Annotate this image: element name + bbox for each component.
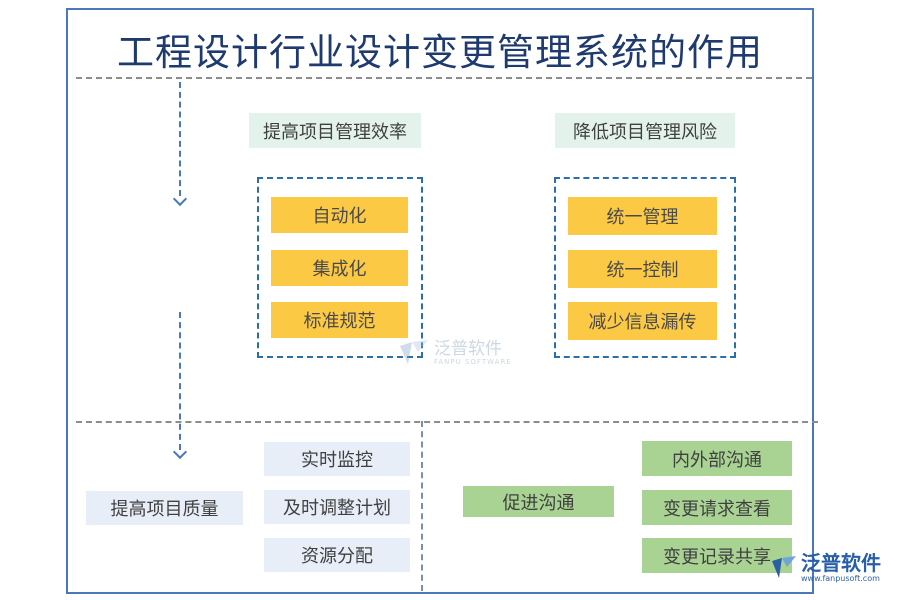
brand-name: 泛普软件 — [801, 551, 881, 575]
efficiency-group — [257, 177, 423, 358]
efficiency-header: 提高项目管理效率 — [249, 113, 421, 148]
flow-line-lower — [179, 312, 181, 450]
risk-item: 减少信息漏传 — [568, 302, 717, 340]
watermark-subtext: FANPU SOFTWARE — [434, 358, 512, 366]
quality-item: 资源分配 — [264, 538, 410, 572]
flow-line-upper — [179, 82, 181, 196]
quality-item: 实时监控 — [264, 442, 410, 476]
brand-url: www.fanpusoft.com — [801, 574, 880, 583]
bottom-divider — [421, 421, 423, 591]
quality-header: 提高项目质量 — [86, 491, 243, 525]
diagram-title: 工程设计行业设计变更管理系统的作用 — [117, 31, 763, 74]
watermark-text: 泛普软件 — [434, 339, 502, 359]
risk-header: 降低项目管理风险 — [555, 113, 735, 148]
fanpu-logo-icon — [772, 555, 796, 578]
efficiency-item: 集成化 — [271, 250, 408, 286]
diagram-frame — [66, 8, 814, 594]
risk-item: 统一控制 — [568, 250, 717, 288]
title-separator — [76, 77, 812, 79]
watermark: 泛普软件 FANPU SOFTWARE — [398, 338, 512, 368]
quality-item: 及时调整计划 — [264, 490, 410, 524]
efficiency-item: 自动化 — [271, 197, 408, 233]
fanpu-logo-icon — [400, 340, 428, 364]
section-separator — [76, 421, 818, 423]
efficiency-item: 标准规范 — [271, 302, 408, 338]
brand-logo: 泛普软件 www.fanpusoft.com — [770, 552, 881, 583]
risk-group — [554, 177, 736, 358]
communication-item: 内外部沟通 — [642, 441, 792, 476]
communication-item: 变更记录共享 — [642, 538, 792, 573]
communication-header: 促进沟通 — [463, 486, 614, 517]
communication-item: 变更请求查看 — [642, 490, 792, 525]
risk-item: 统一管理 — [568, 197, 717, 235]
